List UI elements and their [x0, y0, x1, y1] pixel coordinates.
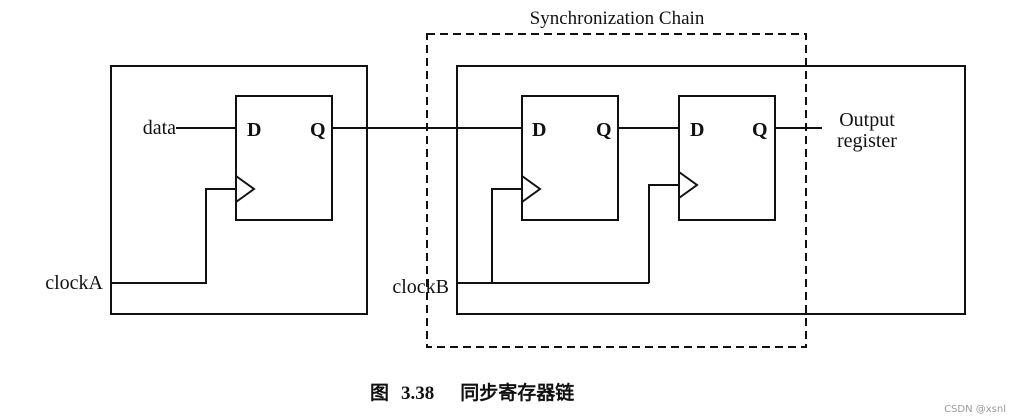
- clock-input-triangle: [678, 171, 699, 199]
- output-register-label-line2: register: [837, 130, 897, 152]
- clock-b-label: clockB: [392, 276, 449, 298]
- watermark: CSDN @xsnl: [944, 404, 1006, 415]
- figure-prefix: 图: [370, 382, 389, 404]
- q-output-label: Q: [752, 119, 768, 141]
- d-input-label: D: [247, 119, 261, 141]
- figure-title: 同步寄存器链: [460, 381, 574, 404]
- flip-flop-source: D Q: [235, 95, 333, 221]
- q-output-label: Q: [596, 119, 612, 141]
- d-input-label: D: [690, 119, 704, 141]
- q-output-label: Q: [310, 119, 326, 141]
- clock-b-to-sync-2-wire: [648, 184, 679, 283]
- flip-flop-body: [678, 95, 776, 221]
- clock-domain-a-block: [110, 65, 368, 315]
- clock-input-triangle: [521, 175, 542, 203]
- clock-a-wire: [111, 188, 236, 284]
- output-register-label-line1: Output: [839, 109, 895, 131]
- flip-flop-sync-2: D Q: [678, 95, 776, 221]
- synchronization-chain-title: Synchronization Chain: [530, 8, 705, 29]
- data-label: data: [143, 117, 176, 139]
- synchronization-chain-box: [426, 33, 807, 348]
- figure-number: 3.38: [401, 383, 434, 404]
- clock-domain-b-block: [456, 65, 966, 315]
- flip-flop-body: [521, 95, 619, 221]
- d-input-label: D: [532, 119, 546, 141]
- flip-flop-sync-1: D Q: [521, 95, 619, 221]
- flip-flop-body: [235, 95, 333, 221]
- clock-a-label: clockA: [45, 272, 103, 294]
- figure-caption: 图 3.38 同步寄存器链: [370, 381, 574, 404]
- clock-b-to-sync-1-wire: [491, 188, 522, 283]
- clock-input-triangle: [235, 175, 256, 203]
